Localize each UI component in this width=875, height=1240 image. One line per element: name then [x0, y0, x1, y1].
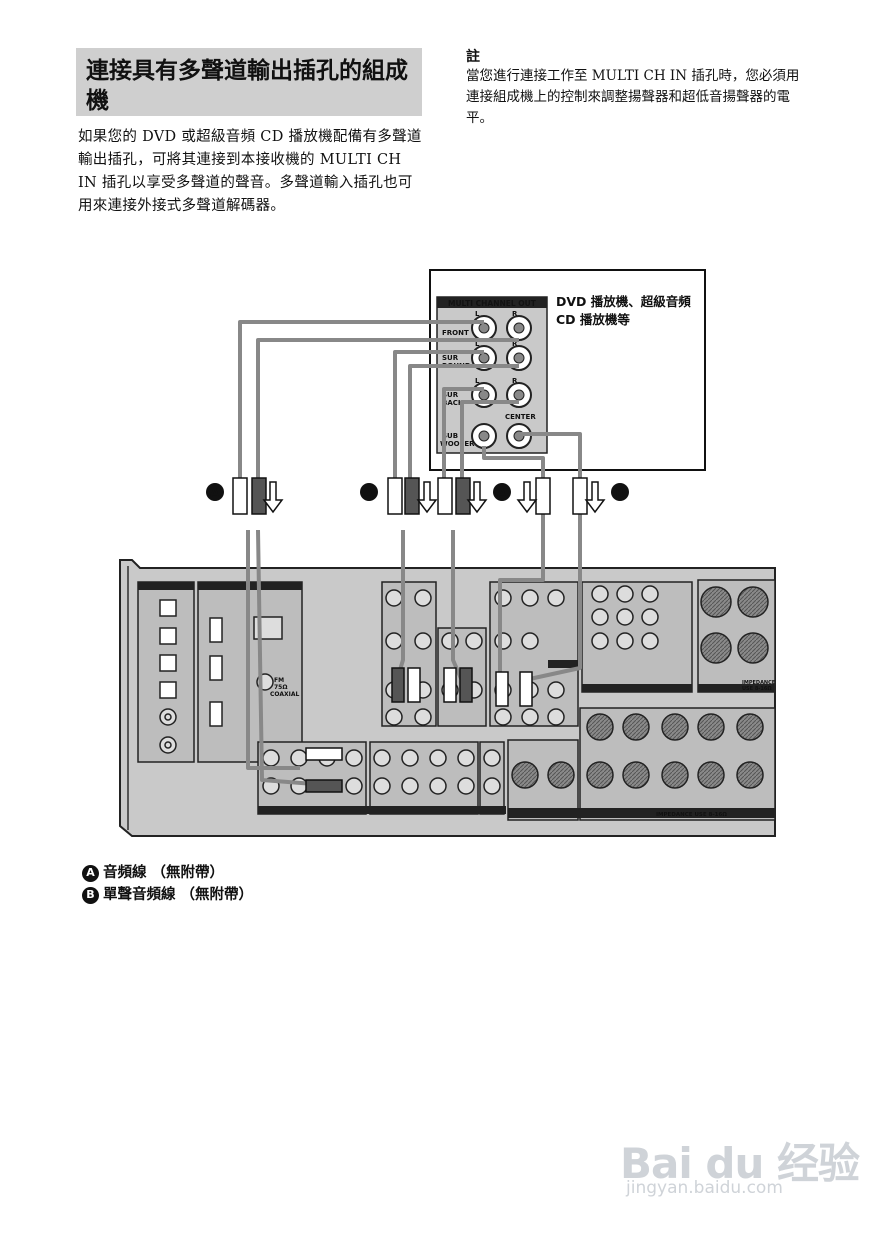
note-title: 註	[466, 49, 480, 65]
watermark-url: jingyan.baidu.com	[626, 1178, 783, 1198]
svg-text:SUR: SUR	[442, 354, 459, 362]
svg-text:R: R	[512, 310, 518, 318]
svg-text:FRONT: FRONT	[442, 329, 469, 337]
svg-text:L: L	[475, 310, 480, 318]
svg-text:USE 8-16Ω: USE 8-16Ω	[742, 686, 772, 692]
rca-plugs	[232, 477, 588, 793]
note-text: 當您進行連接工作至 MULTI CH IN 插孔時，您必須用連接組成機上的控制來…	[466, 68, 800, 126]
svg-text:SUB: SUB	[442, 432, 458, 440]
svg-text:BACK: BACK	[442, 399, 464, 407]
watermark-logo: Bai du 经验	[620, 1139, 860, 1188]
svg-text:L: L	[475, 340, 480, 348]
cable-marker-a1: A	[206, 483, 224, 501]
svg-text:MULTI CHANNEL OUT: MULTI CHANNEL OUT	[448, 299, 537, 308]
svg-text:R: R	[512, 340, 518, 348]
svg-text:A: A	[364, 486, 374, 500]
legend-text-b: 單聲音頻線 （無附帶）	[103, 887, 254, 903]
legend-item-b: B 單聲音頻線 （無附帶）	[82, 884, 253, 906]
svg-text:B: B	[615, 486, 624, 500]
cable-marker-b: B	[611, 483, 629, 501]
baidu-watermark: Bai du 经验 jingyan.baidu.com	[620, 1130, 860, 1198]
svg-text:IMPEDANCE USE 8-16Ω: IMPEDANCE USE 8-16Ω	[656, 812, 727, 818]
marker-b-icon: B	[82, 886, 99, 904]
svg-text:CENTER: CENTER	[505, 413, 536, 421]
section-heading: 連接具有多聲道輸出插孔的組成機	[86, 58, 408, 114]
svg-text:A: A	[497, 486, 507, 500]
cable-marker-a3: A	[493, 483, 511, 501]
legend-item-a: A 音頻線 （無附帶）	[82, 862, 253, 884]
svg-text:WOOFER: WOOFER	[440, 440, 475, 448]
legend-text-a: 音頻線 （無附帶）	[103, 865, 225, 881]
svg-text:COAXIAL: COAXIAL	[270, 691, 299, 698]
marker-a-icon: A	[82, 864, 99, 882]
signal-arrows	[262, 481, 606, 514]
svg-text:SUR: SUR	[442, 391, 459, 399]
svg-text:FM: FM	[274, 677, 284, 684]
dvd-device-caption: DVD 播放機、超級音頻 CD 播放機等	[556, 294, 691, 327]
svg-text:R: R	[512, 377, 518, 385]
section-heading-box: 連接具有多聲道輸出插孔的組成機	[76, 48, 422, 116]
svg-text:IMPEDANCE: IMPEDANCE	[742, 680, 776, 686]
cable-legend: A 音頻線 （無附帶） B 單聲音頻線 （無附帶）	[82, 862, 253, 906]
svg-text:A: A	[210, 486, 220, 500]
cable-marker-a2: A	[360, 483, 378, 501]
svg-text:75Ω: 75Ω	[274, 684, 287, 691]
svg-text:L: L	[475, 377, 480, 385]
intro-paragraph: 如果您的 DVD 或超級音頻 CD 播放機配備有多聲道輸出插孔，可將其連接到本接…	[78, 129, 422, 214]
